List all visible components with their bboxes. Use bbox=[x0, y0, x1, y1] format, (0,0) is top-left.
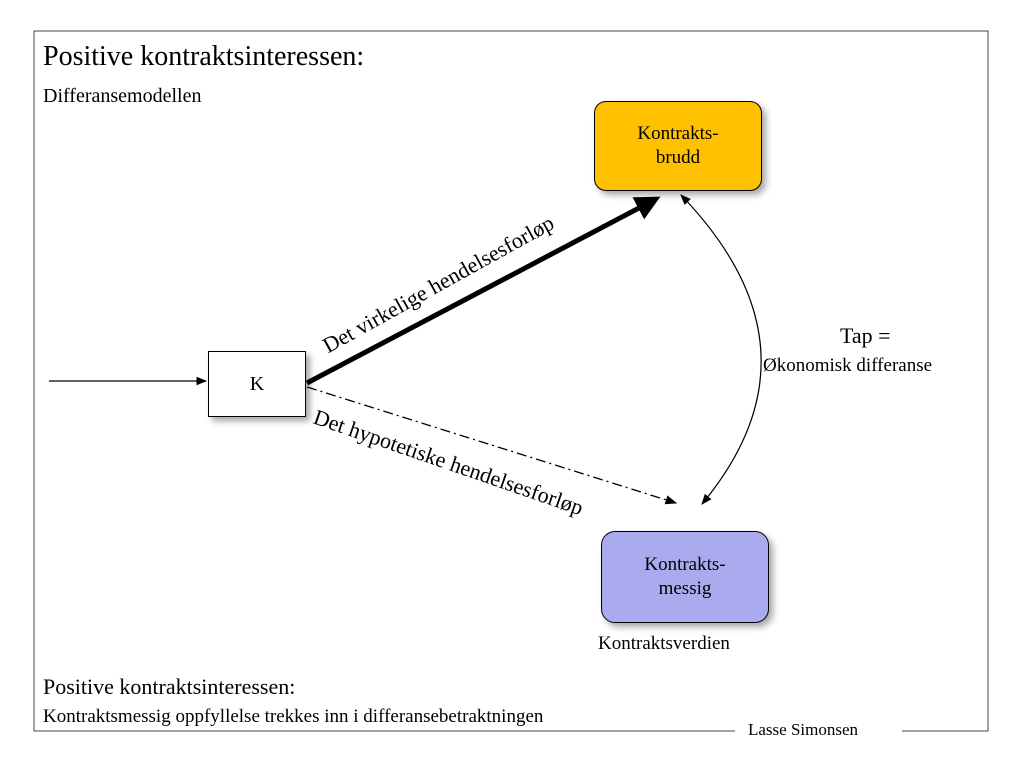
node-kontraktsbrudd-line1: Kontrakts- bbox=[637, 123, 719, 145]
contract-value-label: Kontraktsverdien bbox=[598, 633, 730, 654]
node-k-label: K bbox=[249, 372, 265, 395]
node-kontraktsbrudd: Kontrakts- brudd bbox=[594, 101, 762, 191]
footer-title: Positive kontraktsinteressen: bbox=[43, 674, 296, 699]
node-k: K bbox=[208, 351, 306, 417]
page-title: Positive kontraktsinteressen: bbox=[43, 41, 365, 72]
node-kontraktsmessig-line2: messig bbox=[658, 578, 712, 599]
hypothetical-path-arrow bbox=[306, 386, 678, 505]
node-kontraktsmessig-line1: Kontrakts- bbox=[644, 554, 726, 576]
node-kontraktsmessig: Kontrakts- messig bbox=[601, 531, 769, 623]
footer-text: Kontraktsmessig oppfyllelse trekkes inn … bbox=[43, 706, 544, 727]
slide-frame bbox=[33, 30, 989, 732]
difference-curve-arrow bbox=[680, 194, 762, 505]
loss-title: Tap = bbox=[840, 323, 891, 348]
author-name: Lasse Simonsen bbox=[746, 720, 861, 739]
loss-description: Økonomisk differanse bbox=[763, 355, 933, 376]
actual-path-arrow bbox=[305, 196, 661, 386]
node-kontraktsbrudd-line2: brudd bbox=[655, 147, 701, 168]
page-subtitle: Differansemodellen bbox=[43, 85, 202, 107]
